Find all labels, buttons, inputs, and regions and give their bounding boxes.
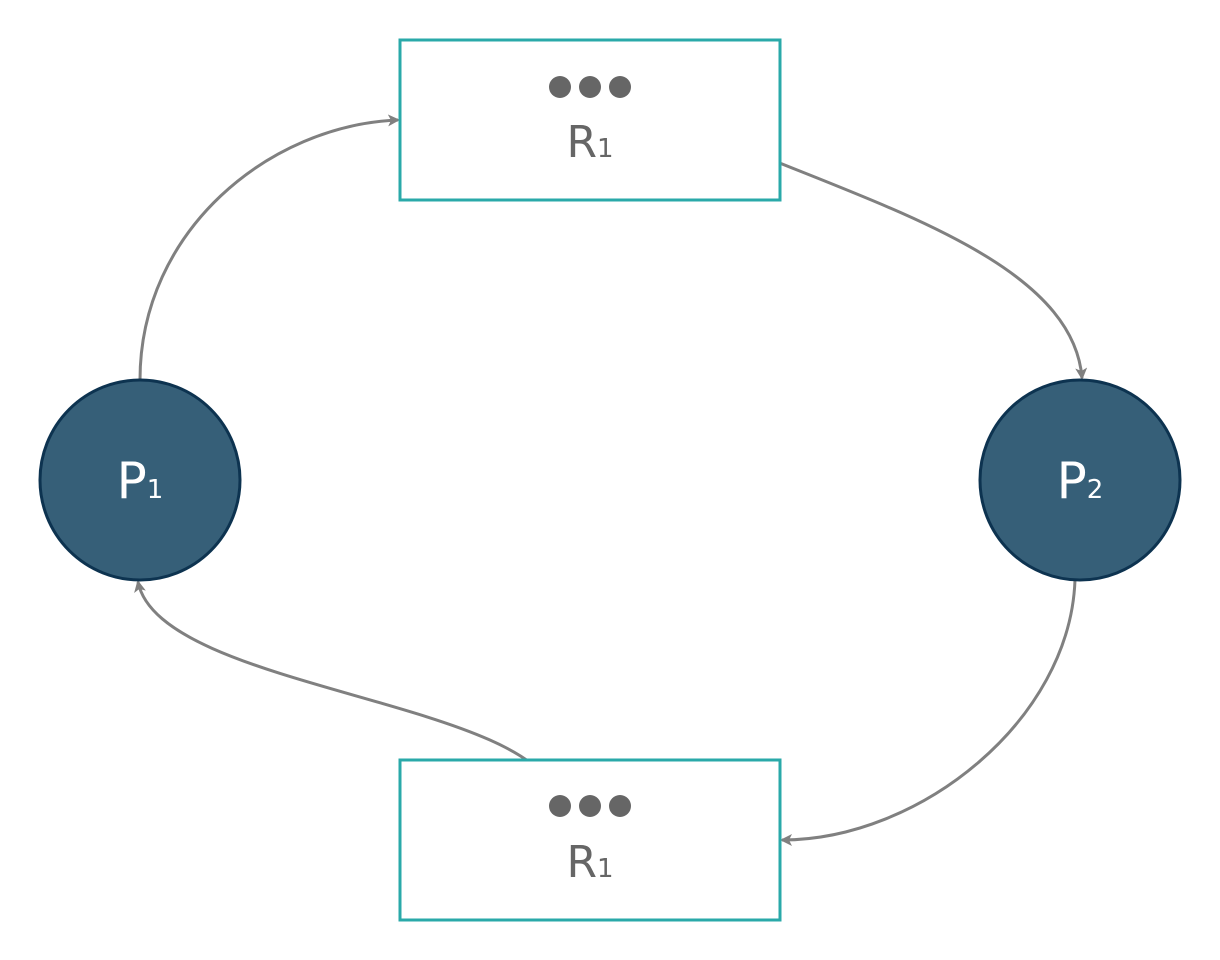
process-node-p1: P1 (38, 378, 242, 582)
instance-dot (549, 76, 571, 98)
resource-box-top: R1 (398, 38, 782, 202)
resource-label-bottom: R1 (566, 837, 613, 888)
instance-dot (579, 795, 601, 817)
process-label-p1: P1 (117, 452, 164, 510)
process-node-p2: P2 (978, 378, 1182, 582)
instance-dot (549, 795, 571, 817)
edge-p2-to-r1-bottom (780, 579, 1077, 846)
process-label-p2: P2 (1057, 452, 1104, 510)
resource-label-top: R1 (566, 117, 613, 168)
resource-box-bottom: R1 (398, 758, 782, 922)
instance-dot (609, 76, 631, 98)
instance-dot (579, 76, 601, 98)
instance-dot (609, 795, 631, 817)
edge-p1-to-r1-top (138, 114, 400, 381)
